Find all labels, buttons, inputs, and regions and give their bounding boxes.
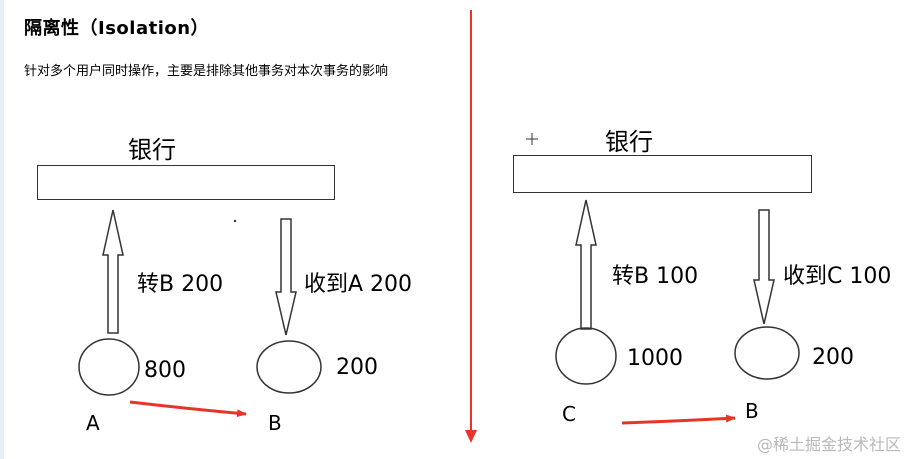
right-node-c-name: C xyxy=(562,402,576,426)
right-red-transfer-arrow xyxy=(621,414,736,425)
left-up-arrow xyxy=(102,209,124,334)
right-bank-label: 银行 xyxy=(605,128,653,156)
left-red-transfer-arrow xyxy=(129,400,247,418)
left-node-b-circle xyxy=(256,340,322,394)
right-node-b-circle xyxy=(734,326,800,380)
stray-dot xyxy=(233,219,237,223)
watermark: @稀土掘金技术社区 xyxy=(756,435,901,454)
left-transfer-label: 转B 200 xyxy=(137,272,224,297)
right-bank-box xyxy=(513,155,812,193)
center-divider-arrowhead xyxy=(465,430,477,443)
right-node-c-circle xyxy=(555,327,617,385)
right-up-arrow xyxy=(575,199,597,330)
crosshair-mark xyxy=(526,133,538,145)
left-bank-box xyxy=(37,165,335,200)
left-node-a-value: 800 xyxy=(144,358,186,383)
left-receive-label: 收到A 200 xyxy=(304,272,413,297)
right-node-b-name: B xyxy=(745,399,759,423)
right-transfer-label: 转B 100 xyxy=(612,264,699,289)
page-subtitle: 针对多个用户同时操作，主要是排除其他事务对本次事务的影响 xyxy=(24,64,389,79)
left-node-b-value: 200 xyxy=(336,355,378,380)
left-down-arrow xyxy=(275,218,297,336)
left-edge-strip xyxy=(0,0,4,459)
left-bank-label: 银行 xyxy=(128,136,176,164)
left-node-b-name: B xyxy=(268,411,282,435)
left-node-a-name: A xyxy=(86,411,100,435)
right-receive-label: 收到C 100 xyxy=(783,264,892,289)
right-down-arrow xyxy=(753,209,775,325)
right-node-b-value: 200 xyxy=(812,345,854,370)
page-title: 隔离性（Isolation） xyxy=(24,18,210,39)
right-node-c-value: 1000 xyxy=(627,346,683,371)
left-node-a-circle xyxy=(78,338,140,396)
